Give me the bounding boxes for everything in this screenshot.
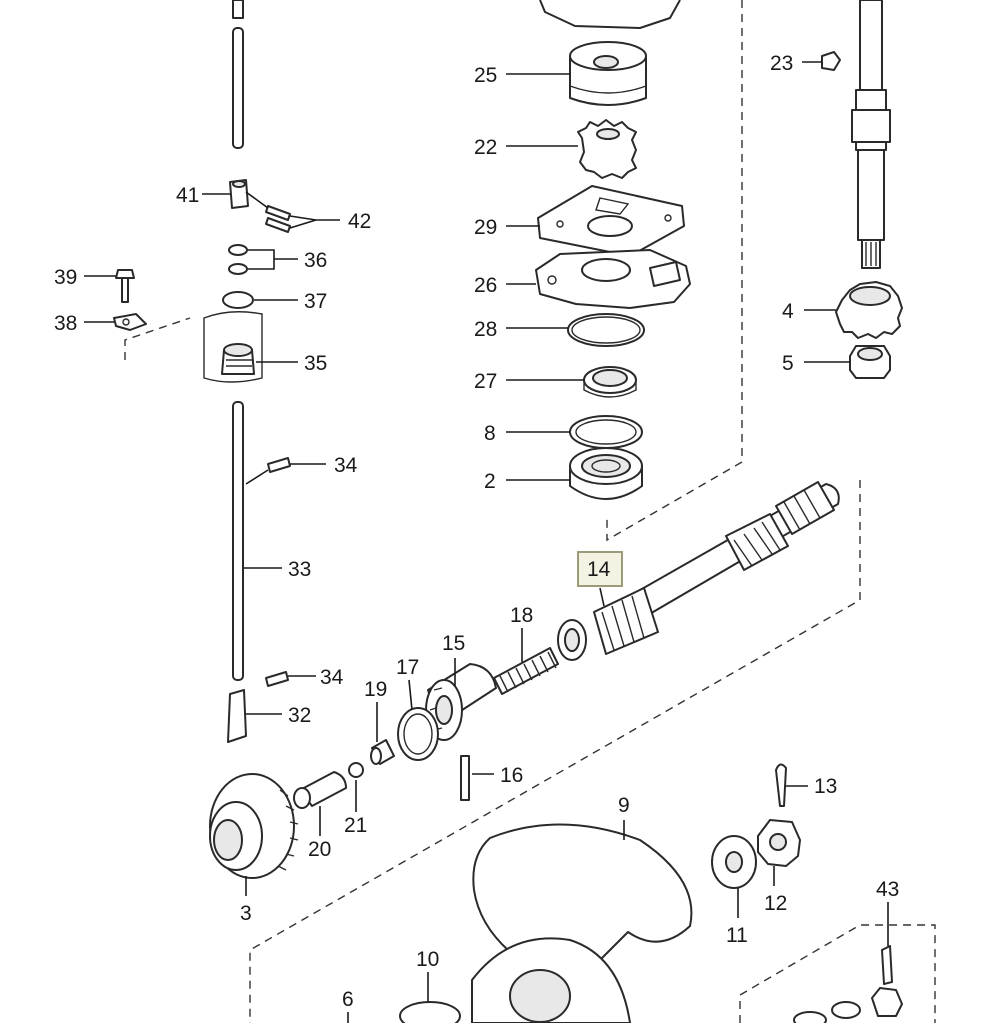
callout-34-lower: 34 <box>320 666 344 689</box>
callout-6: 6 <box>342 988 354 1011</box>
part-4-pinion-gear <box>835 281 903 339</box>
part-17-ring <box>397 707 439 761</box>
part-18-spring <box>493 647 559 695</box>
callout-23: 23 <box>770 52 793 75</box>
drive-shaft <box>851 0 891 269</box>
callout-34-upper: 34 <box>334 454 358 477</box>
callout-18: 18 <box>510 604 533 627</box>
part-35-guide <box>203 311 263 383</box>
part-3-gear <box>209 773 299 879</box>
callout-36: 36 <box>304 249 327 272</box>
callout-11: 11 <box>726 924 748 947</box>
callout-38: 38 <box>54 312 77 335</box>
callout-21: 21 <box>344 814 367 837</box>
part-16-pin <box>460 755 470 801</box>
part-34-pin-upper <box>267 457 291 473</box>
shift-rod-upper <box>232 0 244 149</box>
part-37-o-ring <box>222 291 254 309</box>
part-41-connector <box>229 179 249 209</box>
part-2-ball-bearing <box>569 447 643 500</box>
part-32-cam <box>227 689 247 743</box>
callout-42: 42 <box>348 210 371 233</box>
part-22-impeller <box>577 119 637 179</box>
callout-32: 32 <box>288 704 311 727</box>
part-33-shift-rod <box>232 401 244 681</box>
callout-9: 9 <box>618 794 630 817</box>
part-13-cotter-pin <box>775 763 787 807</box>
part-19-pin <box>370 739 395 765</box>
callout-8: 8 <box>484 422 496 445</box>
callout-4: 4 <box>782 300 794 323</box>
part-9-propeller <box>471 823 693 1023</box>
callout-37: 37 <box>304 290 327 313</box>
part-28-o-ring <box>567 313 645 347</box>
part-5-nut <box>849 345 891 379</box>
part-26-pump-case <box>535 249 691 309</box>
part-20-plunger <box>293 771 347 809</box>
part-29-plate <box>537 185 685 257</box>
callout-5: 5 <box>782 352 794 375</box>
part-27-bearing <box>583 366 637 398</box>
callout-35: 35 <box>304 352 327 375</box>
assembly-boundary-lines <box>124 0 936 1023</box>
callout-29: 29 <box>474 216 497 239</box>
part-21-ball <box>348 762 364 778</box>
callout-26: 26 <box>474 274 497 297</box>
callout-39: 39 <box>54 266 77 289</box>
callout-22: 22 <box>474 136 497 159</box>
part-34-pin-lower <box>265 671 289 687</box>
callout-15: 15 <box>442 632 465 655</box>
part-38-washer <box>113 313 147 331</box>
part-23-key <box>821 51 841 71</box>
callout-27: 27 <box>474 370 497 393</box>
callout-3: 3 <box>240 902 252 925</box>
callout-17: 17 <box>396 656 419 679</box>
callout-41: 41 <box>176 184 199 207</box>
callout-43: 43 <box>876 878 899 901</box>
part-11-washer <box>711 835 757 889</box>
callout-13: 13 <box>814 775 837 798</box>
callout-28: 28 <box>474 318 497 341</box>
callout-12: 12 <box>764 892 787 915</box>
leader-lines <box>84 61 889 1023</box>
part-39-bolt <box>115 269 135 303</box>
part-43-nut-kit <box>793 945 903 1023</box>
callout-14-highlight-box <box>577 551 623 587</box>
callout-19: 19 <box>364 678 387 701</box>
upper-housing-part <box>539 0 681 29</box>
part-14-propeller-shaft <box>557 481 840 661</box>
callout-14: 14 <box>587 558 611 581</box>
callout-16: 16 <box>500 764 523 787</box>
part-25-impeller-housing <box>569 41 647 106</box>
callout-2: 2 <box>484 470 496 493</box>
part-36-o-rings <box>228 244 248 275</box>
callout-10: 10 <box>416 948 439 971</box>
part-10-hub <box>399 1001 461 1023</box>
part-12-castle-nut <box>757 819 801 867</box>
callout-33: 33 <box>288 558 311 581</box>
callout-25: 25 <box>474 64 497 87</box>
part-42-pins <box>265 205 291 233</box>
callout-labels: 25 22 29 26 28 27 8 2 14 18 15 17 19 16 … <box>54 52 899 1011</box>
callout-20: 20 <box>308 838 331 861</box>
part-8-ring <box>569 415 643 449</box>
